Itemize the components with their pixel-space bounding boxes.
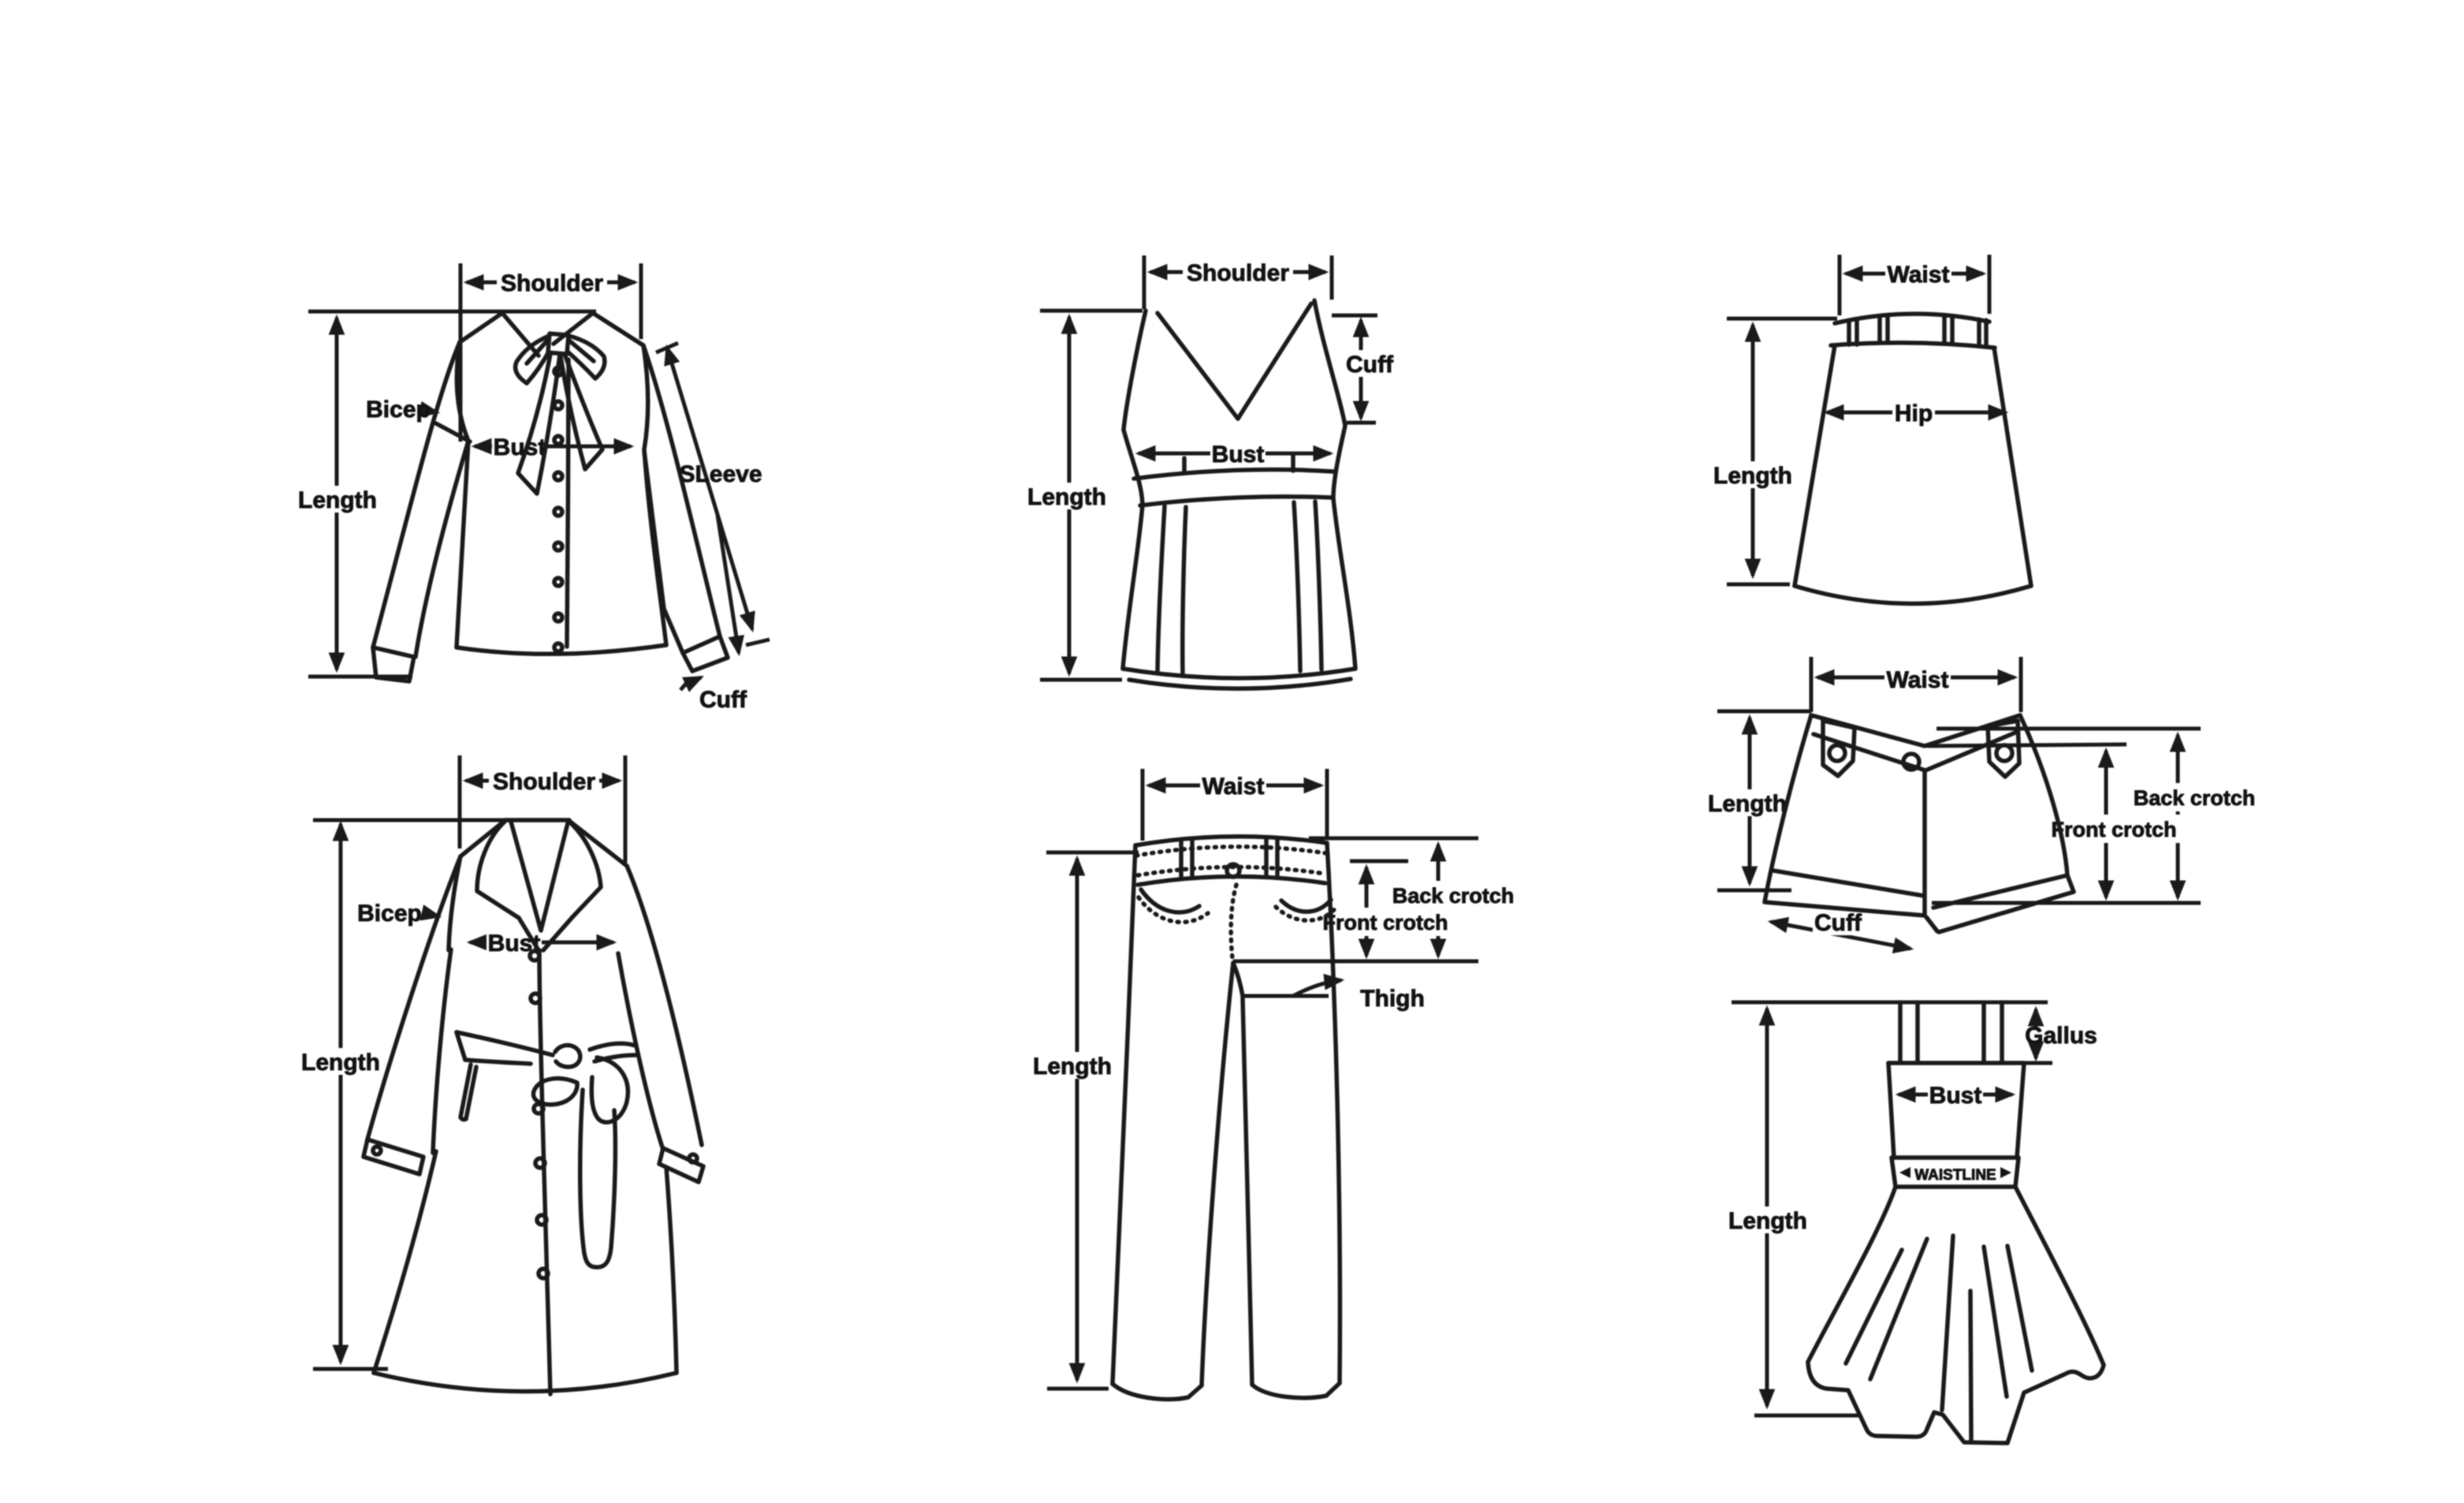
svg-text:Length: Length bbox=[1027, 484, 1106, 510]
svg-text:Front crotch: Front crotch bbox=[1323, 911, 1448, 934]
svg-text:WAISTLINE: WAISTLINE bbox=[1914, 1167, 1996, 1184]
svg-text:Length: Length bbox=[1713, 463, 1792, 489]
svg-text:Bust: Bust bbox=[1929, 1083, 1982, 1109]
svg-text:Gallus: Gallus bbox=[2025, 1023, 2097, 1049]
svg-text:Bust: Bust bbox=[494, 434, 546, 461]
svg-text:Bicep: Bicep bbox=[357, 901, 422, 927]
svg-text:Shoulder: Shoulder bbox=[493, 769, 595, 795]
svg-text:Waist: Waist bbox=[1202, 774, 1265, 800]
svg-text:SLeeve: SLeeve bbox=[679, 461, 762, 487]
svg-text:Waist: Waist bbox=[1888, 262, 1950, 288]
svg-text:Length: Length bbox=[1708, 791, 1787, 817]
svg-text:Bicep: Bicep bbox=[366, 397, 431, 423]
svg-text:Length: Length bbox=[1728, 1208, 1807, 1234]
svg-text:Cuff: Cuff bbox=[1346, 352, 1394, 378]
svg-text:Hip: Hip bbox=[1895, 401, 1933, 427]
svg-text:Length: Length bbox=[298, 487, 377, 513]
svg-text:Cuff: Cuff bbox=[1814, 910, 1862, 936]
svg-text:Back crotch: Back crotch bbox=[2134, 786, 2256, 810]
svg-text:Waist: Waist bbox=[1887, 667, 1949, 693]
svg-text:Length: Length bbox=[1033, 1054, 1112, 1080]
svg-text:Length: Length bbox=[301, 1050, 380, 1076]
svg-text:Shoulder: Shoulder bbox=[1187, 260, 1289, 286]
svg-text:Bust: Bust bbox=[1212, 442, 1265, 468]
svg-text:Front crotch: Front crotch bbox=[2052, 818, 2177, 841]
svg-text:Back crotch: Back crotch bbox=[1392, 884, 1515, 908]
svg-text:Thigh: Thigh bbox=[1360, 986, 1425, 1012]
svg-text:Cuff: Cuff bbox=[699, 687, 747, 713]
svg-text:Shoulder: Shoulder bbox=[501, 270, 603, 296]
